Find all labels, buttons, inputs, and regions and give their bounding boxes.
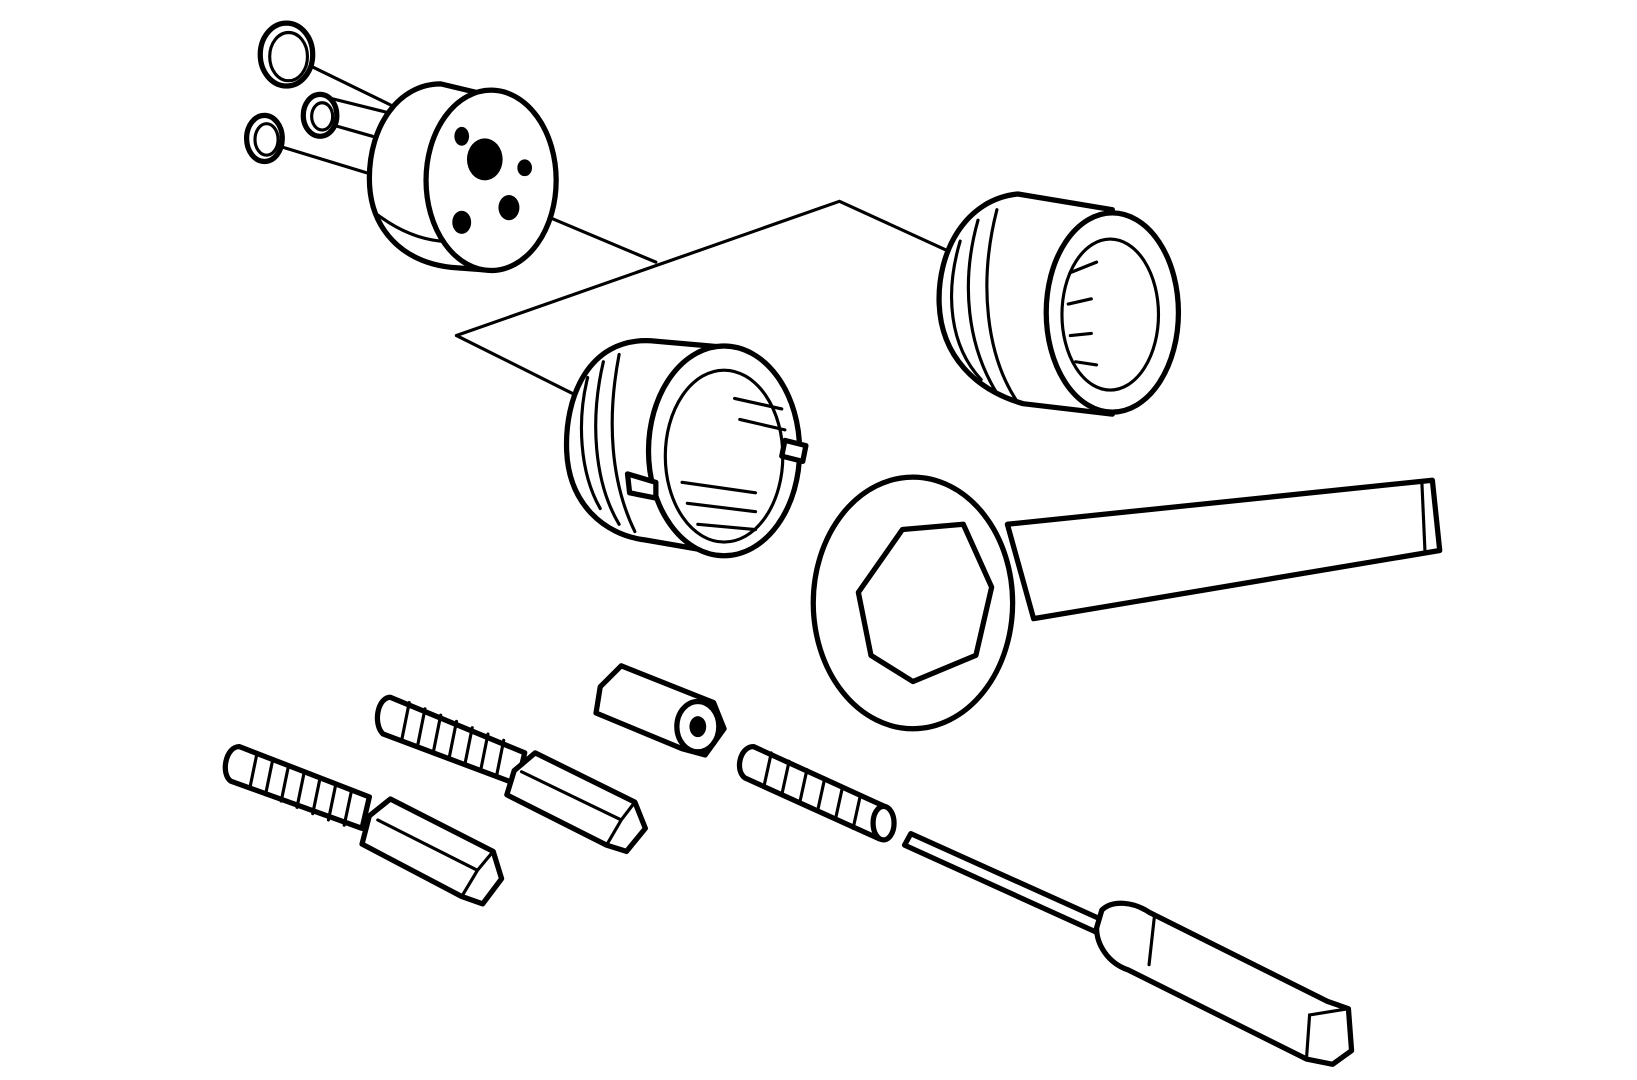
threaded-sleeve (563, 338, 809, 559)
sleeve-leader (454, 333, 574, 395)
hex-head (359, 796, 505, 907)
nut-leader (454, 199, 952, 338)
threaded-nut (936, 191, 1182, 417)
o-ring-small-2 (243, 112, 285, 165)
stud-bolt-2 (374, 694, 648, 855)
cap-hole (452, 210, 472, 234)
cap-hole-center (466, 138, 503, 181)
hex-coupler (593, 663, 727, 758)
cartridge-cap (366, 81, 559, 274)
spanner-wrench (810, 474, 1443, 732)
screwdriver (901, 830, 1355, 1067)
o-ring-leaders (279, 61, 392, 175)
leader-lines (279, 61, 952, 395)
cap-hole (517, 159, 533, 177)
o-ring-large (257, 20, 316, 89)
cap-leader (549, 216, 658, 264)
stud-bolt-1 (222, 743, 505, 907)
spring (736, 743, 897, 843)
o-ring-small-1 (300, 91, 340, 139)
cap-hole (498, 195, 520, 221)
hex-head (504, 750, 648, 855)
cap-hole (454, 126, 470, 146)
hex-opening (855, 521, 995, 685)
